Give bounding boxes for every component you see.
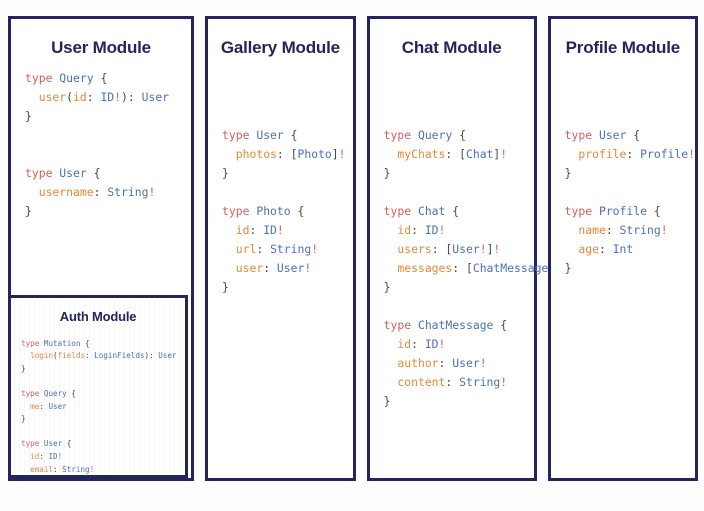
panel-body-user-module: type Query { user(id: ID!): User } type … bbox=[8, 58, 191, 478]
panel-body-chat-module: type Query { myChats: [Chat]! } type Cha… bbox=[370, 58, 562, 478]
panel-gallery-module[interactable]: Gallery Module type User { photos: [Phot… bbox=[205, 16, 356, 481]
panel-title-auth-module: Auth Module bbox=[59, 308, 137, 324]
code-block-profile-module: type User { profile: Profile! } type Pro… bbox=[564, 128, 695, 276]
panel-auth-module[interactable]: Auth Module type Mutation { login(fields… bbox=[8, 294, 189, 478]
panel-body-profile-module: type User { profile: Profile! } type Pro… bbox=[551, 58, 695, 478]
panel-profile-module[interactable]: Profile Module type User { profile: Prof… bbox=[547, 16, 698, 481]
panel-chat-module[interactable]: Chat Module type Query { myChats: [Chat]… bbox=[366, 16, 562, 481]
code-block-chat-module: type Query { myChats: [Chat]! } type Cha… bbox=[383, 128, 562, 409]
panel-title-chat-module: Chat Module bbox=[401, 38, 502, 57]
panel-title-gallery-module: Gallery Module bbox=[220, 38, 340, 57]
panel-body-gallery-module: type User { photos: [Photo]! } type Phot… bbox=[208, 58, 353, 478]
panel-title-profile-module: Profile Module bbox=[565, 38, 681, 57]
panel-user-module[interactable]: User Module type Query { user(id: ID!): … bbox=[8, 16, 195, 481]
code-block-gallery-module: type User { photos: [Photo]! } type Phot… bbox=[222, 128, 346, 295]
code-block-auth-module: type Mutation { login(fields: LoginField… bbox=[21, 338, 177, 474]
panel-title-user-module: User Module bbox=[51, 38, 151, 57]
code-block-user-module: type Query { user(id: ID!): User } type … bbox=[25, 71, 170, 219]
